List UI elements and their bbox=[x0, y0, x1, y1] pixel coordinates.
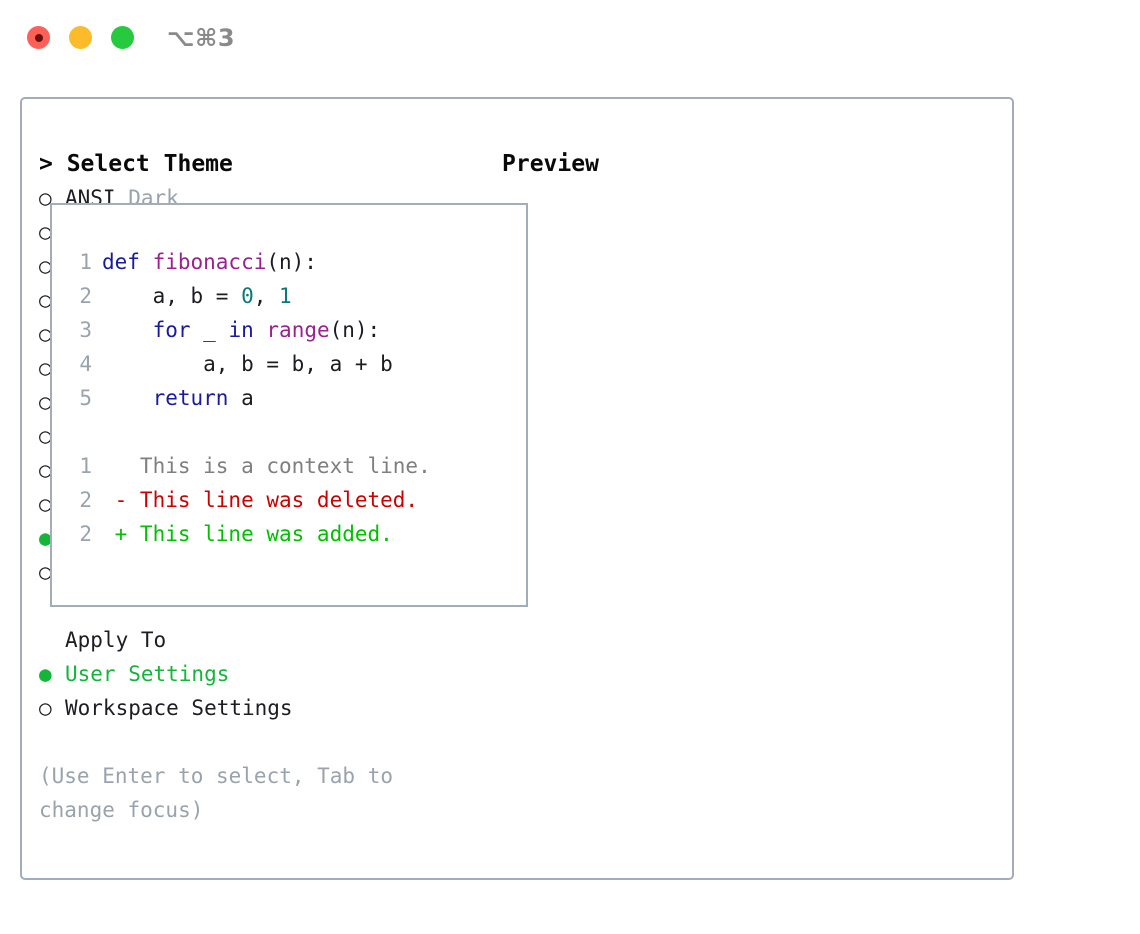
code-token: for bbox=[152, 318, 191, 342]
preview-heading: Preview bbox=[502, 151, 599, 177]
code-token: 0 bbox=[241, 284, 254, 308]
code-token: 1 bbox=[279, 284, 292, 308]
code-token: in bbox=[228, 318, 254, 342]
radio-unselected-icon: ○ bbox=[39, 696, 52, 720]
code-token bbox=[254, 318, 267, 342]
code-token: _ bbox=[190, 318, 229, 342]
code-token bbox=[102, 318, 153, 342]
radio-unselected-icon: ○ bbox=[39, 254, 52, 278]
line-number: 4 bbox=[79, 352, 92, 376]
diff-line: 1 This is a context line. bbox=[68, 449, 431, 483]
radio-unselected-icon: ○ bbox=[39, 560, 52, 584]
diff-line-text: - This line was deleted. bbox=[102, 488, 419, 512]
code-line: 3 for _ in range(n): bbox=[68, 313, 431, 347]
apply-to-option-user-settings[interactable]: ● User Settings bbox=[39, 657, 479, 691]
minimize-button[interactable] bbox=[69, 26, 92, 49]
select-theme-heading: > Select Theme bbox=[39, 151, 233, 177]
code-line: 4 a, b = b, a + b bbox=[68, 347, 431, 381]
radio-unselected-icon: ○ bbox=[39, 424, 52, 448]
apply-to-option-list: ● User Settings ○ Workspace Settings bbox=[39, 657, 479, 725]
apply-to-heading: Apply To bbox=[39, 623, 479, 657]
radio-unselected-icon: ○ bbox=[39, 356, 52, 380]
radio-unselected-icon: ○ bbox=[39, 186, 52, 210]
apply-to-option-label: User Settings bbox=[65, 662, 230, 686]
code-token: (n): bbox=[266, 250, 317, 274]
radio-unselected-icon: ○ bbox=[39, 288, 52, 312]
radio-unselected-icon: ○ bbox=[39, 390, 52, 414]
keyboard-shortcut-label: ⌥⌘3 bbox=[167, 24, 236, 52]
code-line: 5 return a bbox=[68, 381, 431, 415]
apply-to-title: Apply To bbox=[65, 628, 167, 652]
line-number: 1 bbox=[79, 454, 92, 478]
code-line: 2 a, b = 0, 1 bbox=[68, 279, 431, 313]
apply-to-option-label: Workspace Settings bbox=[65, 696, 293, 720]
code-token bbox=[102, 386, 153, 410]
radio-selected-icon: ● bbox=[39, 526, 52, 550]
diff-line-text: This is a context line. bbox=[102, 454, 431, 478]
title-bar: ⌥⌘3 bbox=[0, 0, 1140, 78]
code-token: def bbox=[102, 250, 153, 274]
window-controls bbox=[27, 26, 134, 49]
line-number: 2 bbox=[79, 522, 92, 546]
line-number: 5 bbox=[79, 386, 92, 410]
code-token: range bbox=[266, 318, 330, 342]
code-token: a, b = b, a + b bbox=[102, 352, 393, 376]
code-token: a, b = bbox=[102, 284, 242, 308]
line-number: 3 bbox=[79, 318, 92, 342]
diff-line-text: + This line was added. bbox=[102, 522, 393, 546]
diff-block: 1 This is a context line.2 - This line w… bbox=[68, 449, 431, 551]
diff-line: 2 + This line was added. bbox=[68, 517, 431, 551]
radio-selected-icon: ● bbox=[39, 662, 52, 686]
code-token: , bbox=[253, 284, 280, 308]
keyboard-hint-text: (Use Enter to select, Tab to change focu… bbox=[39, 764, 394, 822]
code-token: return bbox=[152, 386, 229, 410]
preview-column: Preview bbox=[502, 147, 992, 181]
radio-unselected-icon: ○ bbox=[39, 220, 52, 244]
maximize-button[interactable] bbox=[111, 26, 134, 49]
apply-to-marker bbox=[39, 623, 65, 657]
radio-unselected-icon: ○ bbox=[39, 322, 52, 346]
line-number: 1 bbox=[79, 250, 92, 274]
apply-to-option-workspace-settings[interactable]: ○ Workspace Settings bbox=[39, 691, 479, 725]
diff-line: 2 - This line was deleted. bbox=[68, 483, 431, 517]
radio-unselected-icon: ○ bbox=[39, 492, 52, 516]
radio-unselected-icon: ○ bbox=[39, 458, 52, 482]
code-diff-spacer bbox=[68, 415, 431, 449]
code-line: 1 def fibonacci(n): bbox=[68, 245, 431, 279]
code-token: a bbox=[228, 386, 254, 410]
code-token: (n): bbox=[329, 318, 381, 342]
close-button[interactable] bbox=[27, 26, 50, 49]
line-number: 2 bbox=[79, 488, 92, 512]
hint-spacer bbox=[39, 725, 479, 759]
content-panel: > Select Theme ○ANSI Dark○Atom One Dark○… bbox=[20, 97, 1014, 880]
line-number: 2 bbox=[79, 284, 92, 308]
code-token: fibonacci bbox=[152, 250, 267, 274]
